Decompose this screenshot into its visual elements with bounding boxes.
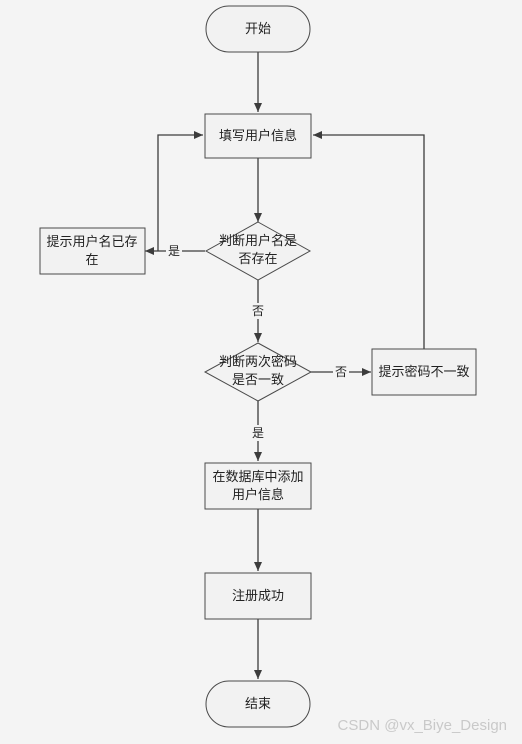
edge-labels: 是 否 否 是 (166, 243, 349, 441)
watermark: CSDN @vx_Biye_Design (338, 717, 507, 734)
node-username-exists: 提示用户名已存 在 (39, 227, 146, 275)
node-add-to-db: 在数据库中添加 用户信息 (204, 462, 312, 510)
node-end-label: 结束 (245, 697, 271, 712)
node-check-password-line1: 判断两次密码 (219, 354, 297, 370)
edge-label-password-no: 否 (335, 365, 347, 379)
node-register-success-label: 注册成功 (232, 589, 284, 604)
edge-username-exists-back (157, 131, 203, 251)
node-check-username: 判断用户名是 否存在 (204, 221, 312, 281)
edge-label-username-no: 否 (252, 304, 264, 318)
node-check-username-line1: 判断用户名是 (219, 233, 297, 249)
node-add-to-db-line1: 在数据库中添加 (212, 469, 303, 485)
node-password-mismatch: 提示密码不一致 (371, 348, 477, 396)
node-start-label: 开始 (245, 22, 271, 37)
node-username-exists-line2: 在 (85, 253, 98, 268)
node-fill-user-info-label: 填写用户信息 (219, 128, 297, 144)
node-register-success: 注册成功 (204, 572, 312, 620)
edge-label-username-yes: 是 (168, 244, 180, 258)
edge-label-password-yes: 是 (252, 426, 264, 440)
node-check-password: 判断两次密码 是否一致 (203, 342, 313, 402)
node-check-password-line2: 是否一致 (232, 373, 284, 388)
node-end: 结束 (205, 680, 311, 728)
node-password-mismatch-label: 提示密码不一致 (378, 364, 469, 380)
node-start: 开始 (205, 5, 311, 53)
node-username-exists-line1: 提示用户名已存 (46, 234, 137, 250)
node-add-to-db-line2: 用户信息 (232, 487, 284, 503)
node-check-username-line2: 否存在 (238, 252, 277, 267)
edge-password-mismatch-back (313, 131, 425, 349)
node-fill-user-info: 填写用户信息 (204, 113, 312, 159)
